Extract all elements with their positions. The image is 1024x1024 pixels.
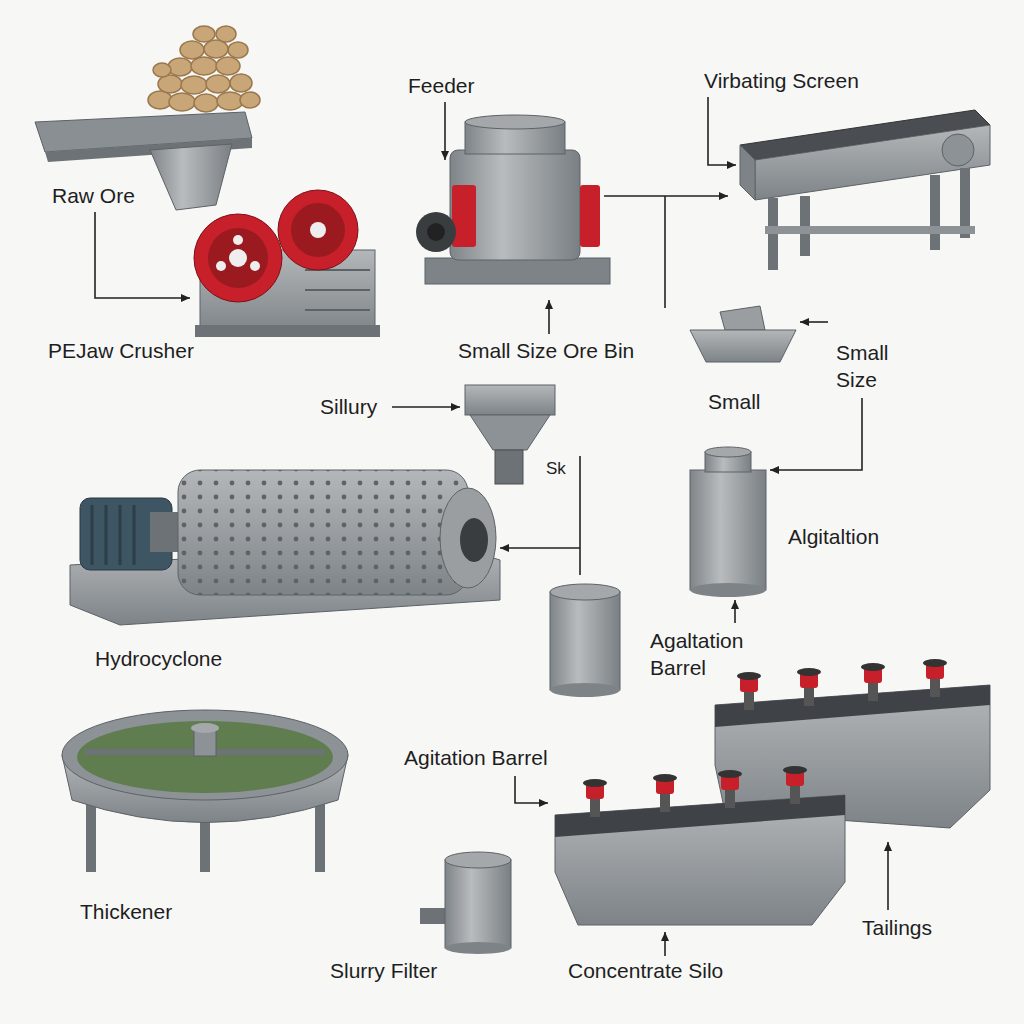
equipment-label: Small Size [836,339,916,394]
equipment-label: Slurry Filter [330,957,437,984]
equipment-label: Small [708,388,761,415]
equipment-label: Thickener [80,898,172,925]
equipment-label: Agaltation Barrel [650,627,780,682]
equipment-label: Virbating Screen [704,67,859,94]
equipment-label: Concentrate Silo [568,957,723,984]
equipment-label: Agitation Barrel [404,744,548,771]
equipment-label: Sillury [320,393,377,420]
equipment-label: Tailings [862,914,932,941]
equipment-label: Feeder [408,72,475,99]
equipment-label: PEJaw Crusher [48,337,194,364]
equipment-label: Algitaltion [788,523,879,550]
equipment-label: Hydrocyclone [95,645,222,672]
equipment-label: Small Size Ore Bin [458,337,634,364]
equipment-label: Raw Ore [52,182,135,209]
equipment-label: Sk [546,458,566,480]
